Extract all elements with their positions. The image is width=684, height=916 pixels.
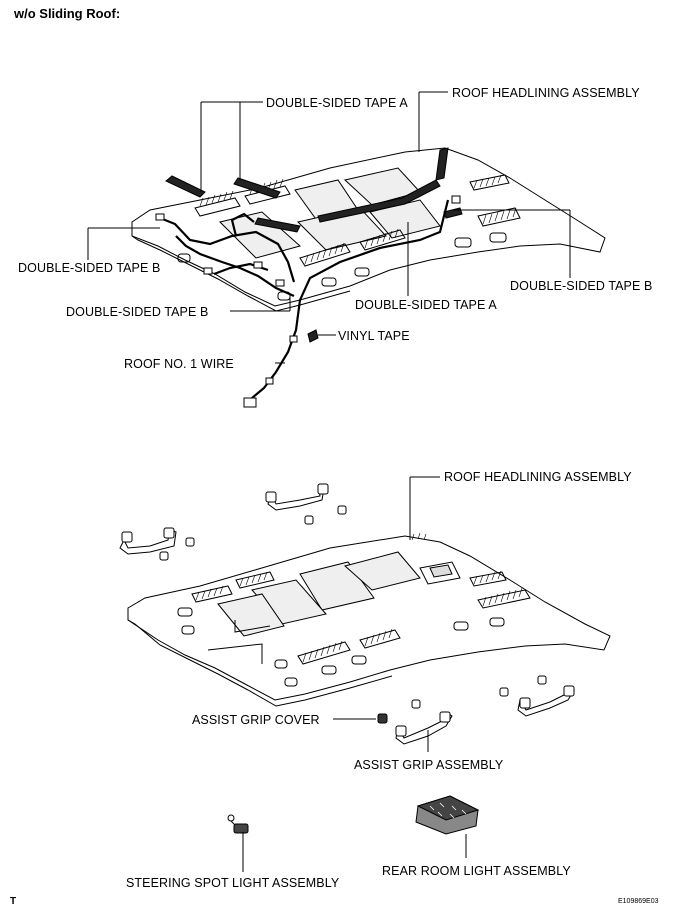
corner-mark: T bbox=[10, 896, 17, 907]
label-steering-spot-light-assembly: STEERING SPOT LIGHT ASSEMBLY bbox=[126, 876, 340, 890]
label-double-sided-tape-b-left: DOUBLE-SIDED TAPE B bbox=[18, 261, 161, 275]
label-rear-room-light-assembly: REAR ROOM LIGHT ASSEMBLY bbox=[382, 864, 571, 878]
wire-connectors bbox=[155, 195, 461, 408]
label-double-sided-tape-b-lower: DOUBLE-SIDED TAPE B bbox=[66, 305, 209, 319]
page-title: w/o Sliding Roof: bbox=[14, 6, 121, 21]
steering-spot-light-part bbox=[227, 814, 249, 834]
label-assist-grip-cover: ASSIST GRIP COVER bbox=[192, 713, 320, 727]
rear-room-light-part bbox=[415, 795, 480, 835]
upper-leader-lines bbox=[87, 91, 571, 364]
label-double-sided-tape-b-right: DOUBLE-SIDED TAPE B bbox=[510, 279, 653, 293]
label-roof-no1-wire: ROOF NO. 1 WIRE bbox=[124, 357, 234, 371]
upper-hatch-detail bbox=[199, 174, 517, 265]
assist-grip-parts bbox=[119, 483, 575, 745]
label-assist-grip-assembly: ASSIST GRIP ASSEMBLY bbox=[354, 758, 504, 772]
label-double-sided-tape-a-top: DOUBLE-SIDED TAPE A bbox=[266, 96, 408, 110]
lower-leader-lines bbox=[242, 476, 467, 872]
roof-wire-harness bbox=[159, 199, 450, 399]
label-roof-headlining-assembly-upper: ROOF HEADLINING ASSEMBLY bbox=[452, 86, 640, 100]
label-vinyl-tape: VINYL TAPE bbox=[338, 329, 410, 343]
label-roof-headlining-assembly-lower: ROOF HEADLINING ASSEMBLY bbox=[444, 470, 632, 484]
lower-headlining-panel bbox=[127, 535, 611, 707]
figure-code: E109869E03 bbox=[618, 898, 659, 905]
label-double-sided-tape-a-middle: DOUBLE-SIDED TAPE A bbox=[355, 298, 497, 312]
lower-hatch-detail bbox=[195, 532, 523, 663]
vinyl-tape-piece bbox=[307, 329, 319, 343]
